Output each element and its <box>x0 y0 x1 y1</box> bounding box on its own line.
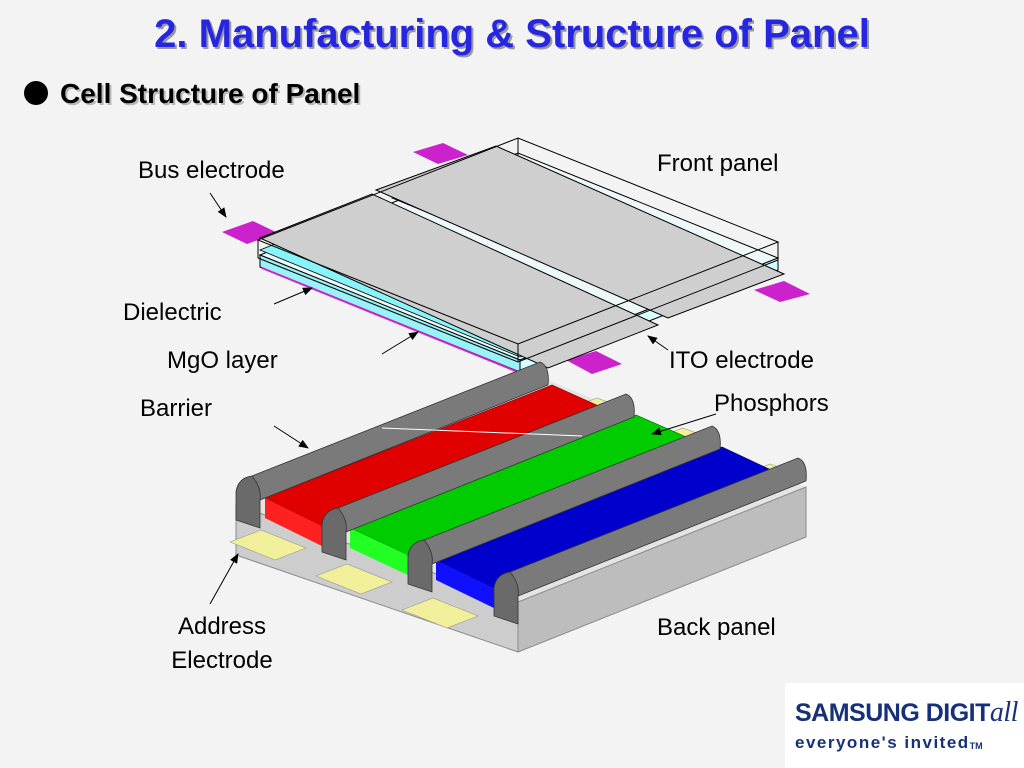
label-back-panel: Back panel <box>657 614 776 641</box>
back-glass-right-face <box>517 486 807 653</box>
barrier-rib <box>493 457 807 625</box>
section-heading-text: Cell Structure of Panel <box>60 78 361 109</box>
label-address-electrode-line2: Electrode <box>171 647 273 674</box>
label-barrier: Barrier <box>140 395 213 422</box>
logo-brand-text: SAMSUNG DIGIT <box>795 699 990 727</box>
label-mgo-layer: MgO layer <box>167 347 278 374</box>
arrow-address-electrode <box>209 553 239 605</box>
front-glass-strip <box>258 193 660 369</box>
samsung-logo: SAMSUNG DIGITall everyone's invitedTM <box>785 683 1024 768</box>
address-electrode-tab <box>229 529 307 561</box>
barrier-rib <box>235 361 549 529</box>
label-front-panel: Front panel <box>657 150 779 177</box>
label-address-electrode: Address Electrode <box>142 610 302 678</box>
logo-trademark: TM <box>969 741 983 751</box>
logo-brand-italic: all <box>989 697 1019 728</box>
front-glass-strip <box>374 145 786 319</box>
back-panel-assembly <box>229 361 807 653</box>
page-title: 2. Manufacturing & Structure of Panel <box>154 12 870 56</box>
bus-electrode-tab <box>413 143 468 164</box>
callout-arrows <box>209 192 717 605</box>
bus-electrode-tab <box>754 281 810 302</box>
front-panel-outline <box>256 137 780 363</box>
label-address-electrode-line1: Address <box>177 613 267 640</box>
arrow-bus-electrode <box>209 192 227 218</box>
address-electrode-tab <box>315 563 393 595</box>
section-heading: Cell Structure of Panel <box>24 78 360 110</box>
arrow-ito-electrode <box>647 335 669 351</box>
bullet-icon <box>24 81 48 105</box>
logo-brand: SAMSUNG DIGITall <box>795 697 1018 729</box>
bus-electrode-tab <box>566 351 622 374</box>
phosphor-red-bottom <box>265 498 326 548</box>
label-ito-electrode: ITO electrode <box>669 347 814 374</box>
arrow-mgo-layer <box>381 331 419 355</box>
arrow-dielectric <box>273 287 313 305</box>
arrow-barrier <box>273 425 309 449</box>
barrier-rib <box>407 425 721 593</box>
arrow-phosphors <box>651 413 717 436</box>
logo-tagline: everyone's invitedTM <box>795 733 983 753</box>
front-panel-assembly <box>222 137 810 374</box>
label-phosphors: Phosphors <box>714 390 829 417</box>
label-bus-electrode: Bus electrode <box>138 157 285 184</box>
bus-electrode-tab <box>222 221 278 244</box>
phosphor-blue-bottom <box>436 560 498 610</box>
label-dielectric: Dielectric <box>123 299 222 326</box>
address-electrode-tab <box>401 597 479 629</box>
logo-tagline-text: everyone's invited <box>795 733 970 752</box>
barrier-rib <box>321 393 635 561</box>
phosphor-green-bottom <box>350 528 414 578</box>
